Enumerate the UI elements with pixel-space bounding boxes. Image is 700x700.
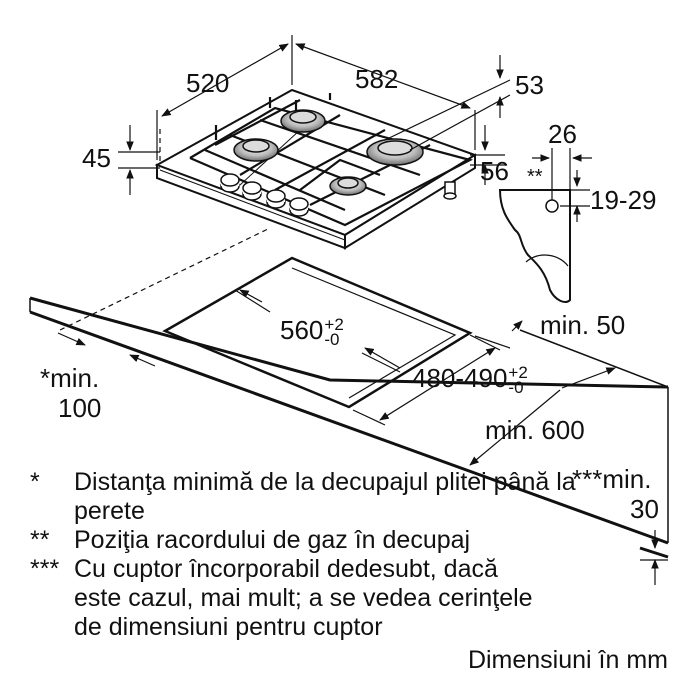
tolerance-minus: -0 [508, 378, 524, 397]
dimension-min-100-value: 100 [58, 393, 102, 423]
countertop [29, 296, 669, 559]
control-knob-icon [242, 181, 262, 201]
gas-burner-icon [233, 138, 279, 162]
gas-connection-marker: ** [527, 166, 543, 188]
min-100-marker: * [40, 363, 51, 393]
dimension-45: 45 [82, 143, 111, 173]
cutout-dimension-lines [57, 289, 668, 585]
dimension-min-30-value: 30 [630, 494, 659, 524]
dimension-min-30-label: ***min. [572, 464, 652, 494]
dimension-582: 582 [355, 64, 399, 94]
burners [233, 109, 424, 196]
dimension-560-tolerance: +2-0 [324, 315, 344, 349]
tolerance-plus: +2 [324, 315, 344, 334]
footnote-item: * Distanţa minimă de la decupajul plitei… [30, 468, 590, 526]
footnote-text: Poziţia racordului de gaz în decupaj [74, 526, 471, 554]
side-detail [498, 148, 592, 303]
projection-lines [59, 125, 271, 331]
control-knob-icon [266, 189, 286, 209]
gas-burner-icon [329, 176, 367, 196]
footnote-item: *** Cu cuptor încorporabil dedesubt, dac… [30, 555, 590, 642]
dimension-lines [118, 35, 511, 195]
footnote-mark: ** [30, 526, 50, 554]
dimension-26: 26 [548, 119, 577, 149]
dimension-min-100: *min. [40, 365, 99, 391]
dimension-480-490-value: 480-490 [412, 363, 508, 393]
dimension-19-29: 19-29 [590, 185, 657, 215]
gas-burner-icon [366, 138, 424, 166]
dimension-560: 560+2-0 [280, 315, 344, 349]
footnotes: * Distanţa minimă de la decupajul plitei… [30, 468, 590, 642]
footnote-mark: * [30, 468, 40, 496]
gas-burner-icon [280, 109, 326, 133]
dimension-53: 53 [515, 70, 544, 100]
footnote-text: Distanţa minimă de la decupajul plitei p… [74, 468, 576, 525]
unit-note: Dimensiuni în mm [467, 646, 668, 674]
tolerance-plus: +2 [508, 363, 528, 382]
dimension-56: 56 [480, 156, 509, 186]
min-100-label: min. [50, 363, 100, 393]
dimension-min-50: min. 50 [540, 310, 626, 340]
footnote-mark: *** [30, 555, 60, 583]
footnote-text: Cu cuptor încorporabil dedesubt, dacă es… [74, 555, 533, 641]
control-knob-icon [220, 173, 240, 193]
dimension-480-490-tolerance: +2-0 [508, 363, 528, 397]
dimension-480-490: 480-490+2-0 [412, 363, 528, 397]
control-knobs [220, 173, 457, 217]
gas-connector [443, 181, 457, 200]
dimension-min-600: min. 600 [485, 415, 585, 445]
dimension-520: 520 [186, 68, 230, 98]
dimension-560-value: 560 [280, 315, 324, 345]
control-knob-icon [289, 197, 309, 217]
footnote-item: ** Poziţia racordului de gaz în decupaj [30, 526, 590, 555]
tolerance-minus: -0 [324, 330, 340, 349]
